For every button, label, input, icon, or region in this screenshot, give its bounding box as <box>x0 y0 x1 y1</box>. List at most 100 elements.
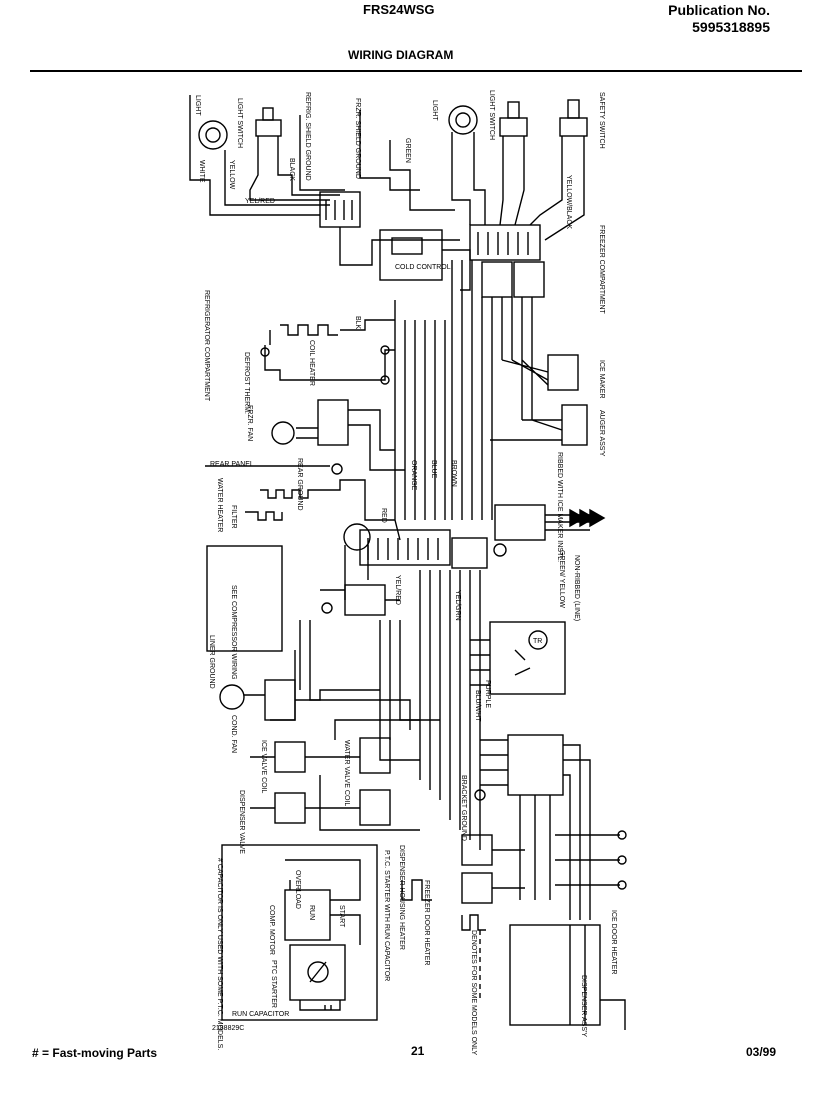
refrig-light-bulb <box>205 127 221 143</box>
label-light-switch: LIGHT SWITCH <box>236 98 243 148</box>
legend-text: = Fast-moving Parts <box>42 1046 158 1060</box>
label-purple: PURPLE <box>484 680 491 708</box>
compressor-motor <box>284 889 331 941</box>
label-cond-fan: COND. FAN <box>230 715 237 753</box>
label-water-valve-coil: WATER VALVE COIL <box>343 740 350 806</box>
connector-freezer-mid-left <box>481 261 513 298</box>
rear-panel-ground-symbol <box>331 463 343 475</box>
label-refrig-shield-ground: REFRIG. SHIELD GROUND <box>304 92 311 181</box>
freezer-light-symbol <box>448 105 478 135</box>
label-tr: TR <box>533 638 542 645</box>
ptc-starter <box>289 944 346 1001</box>
label-green-yellow: GREEN/ YELLOW <box>558 550 565 608</box>
dispenser-valve-coil-b <box>359 789 391 826</box>
light-switch-plunger <box>262 107 274 121</box>
ice-maker-box <box>547 354 579 391</box>
label-black: BLACK <box>288 158 295 181</box>
dispenser-assy-box <box>509 924 601 1026</box>
coil-heater-element <box>269 324 338 345</box>
label-yel-grn: YEL/GRN <box>454 590 461 621</box>
connector-freezer-upper <box>469 224 541 261</box>
main-harness-connector-left <box>359 529 451 566</box>
label-bracket-ground: BRACKET GROUND <box>460 775 467 841</box>
ribbed-connector <box>494 504 546 541</box>
safety-switch-body <box>559 117 588 137</box>
label-auger-assy: AUGER ASS'Y <box>598 410 605 457</box>
freezer-fan-motor <box>271 421 295 445</box>
diagram-labels: LIGHT LIGHT SWITCH REFRIG. SHIELD GROUND… <box>194 90 617 1055</box>
label-refrigerator-compartment: REFRIGERATOR COMPARTMENT <box>203 290 210 402</box>
label-blk: BLK <box>354 316 361 330</box>
label-denotes-some-models: DENOTES FOR SOME MODELS ONLY <box>470 930 477 1055</box>
publication-label: Publication No. <box>668 2 770 18</box>
compressor-wiring-box <box>206 545 283 652</box>
page-title: WIRING DIAGRAM <box>348 48 454 62</box>
label-ptc-starter: PTC STARTER <box>270 960 277 1008</box>
footer-date: 03/99 <box>746 1045 777 1059</box>
label-ice-door-heater: ICE DOOR HEATER <box>610 910 617 974</box>
dispenser-valve-coil-a <box>274 792 306 824</box>
label-yel-red-2: YEL/RED <box>394 575 401 605</box>
timer-box <box>489 621 566 695</box>
label-dispenser-housing-heater: DISPENSER HOUSING HEATER <box>398 845 405 950</box>
relay-box <box>344 584 386 616</box>
label-rear-panel: REAR PANEL <box>210 461 254 468</box>
label-white: WHITE <box>198 160 205 183</box>
timer-motor <box>528 630 548 650</box>
freezer-door-heater <box>461 914 486 931</box>
page-number: 21 <box>411 1044 425 1058</box>
footer-legend: # = Fast-moving Parts <box>32 1046 157 1060</box>
light-switch-body <box>255 119 282 137</box>
label-brown: BROWN <box>450 460 457 487</box>
label-freezer-compartment: FREEZER COMPARTMENT <box>598 225 605 315</box>
connector-freezer-mid-right <box>513 261 545 298</box>
refrig-light-symbol <box>198 120 228 150</box>
heater-connector-lower <box>461 872 493 904</box>
cold-control-switch <box>391 237 423 255</box>
bracket-ground-symbol <box>474 789 486 801</box>
compressor-inset <box>221 844 378 1021</box>
label-run: RUN <box>308 905 315 920</box>
label-orange: ORANGE <box>410 460 417 491</box>
rear-ground-symbol <box>493 543 507 557</box>
dispenser-harness-connector <box>507 734 564 796</box>
label-non-ribbed-line: NON-RIBBED (LINE) <box>573 555 580 621</box>
label-capacitor-note: # CAPACITOR IS ONLY USED WITH SOME P.T.C… <box>216 858 223 1050</box>
label-part-code: 2188829C <box>212 1025 244 1032</box>
water-heater-element <box>260 489 316 499</box>
label-ice-maker: ICE MAKER <box>598 360 605 399</box>
label-defrost-therm: DEFROST THERM. <box>243 352 250 414</box>
cold-control-box <box>379 229 443 281</box>
label-red: RED <box>380 508 387 523</box>
label-cold-control: COLD CONTROL <box>395 264 451 271</box>
condenser-fan-connector <box>264 679 296 721</box>
label-liner-ground: LINER GROUND <box>208 635 215 689</box>
label-safety-switch: SAFETY SWITCH <box>598 92 605 149</box>
label-filter: FILTER <box>230 505 237 529</box>
label-ptc-with-run-capacitor: P.T.C. STARTER WITH RUN CAPACITOR <box>383 850 390 981</box>
header-rule <box>30 70 802 72</box>
label-dispenser-assy: DISPENSER ASS'Y <box>580 975 587 1037</box>
label-water-heater: WATER HEATER <box>216 478 223 532</box>
label-rear-ground: REAR GROUND <box>296 458 303 511</box>
main-harness-connector-right <box>451 537 488 569</box>
label-see-compressor-wiring: SEE COMPRESSOR WIRING <box>230 585 237 680</box>
label-run-capacitor: RUN CAPACITOR <box>232 1011 289 1018</box>
rear-light-symbol <box>343 523 371 551</box>
label-yellow-black: YELLOW/BLACK <box>565 175 572 229</box>
legend-symbol: # <box>32 1046 39 1060</box>
publication-number: 5995318895 <box>692 19 770 35</box>
label-frzr-fan: FRZR. FAN <box>246 405 253 441</box>
auger-assy-box <box>561 404 588 446</box>
label-blu-wht: BLU/WHT <box>474 690 481 722</box>
freezer-fan-connector <box>317 399 349 446</box>
ice-valve-coil <box>274 741 306 773</box>
label-start: START <box>338 905 345 928</box>
freezer-light-switch <box>499 117 528 137</box>
model-number: FRS24WSG <box>363 2 435 17</box>
condenser-fan-motor <box>219 684 245 710</box>
label-overload: OVERLOAD <box>294 870 301 909</box>
label-frzr-shield-ground: FRZR. SHIELD GROUND <box>354 98 361 179</box>
label-comp-motor: COMP. MOTOR <box>268 905 275 955</box>
